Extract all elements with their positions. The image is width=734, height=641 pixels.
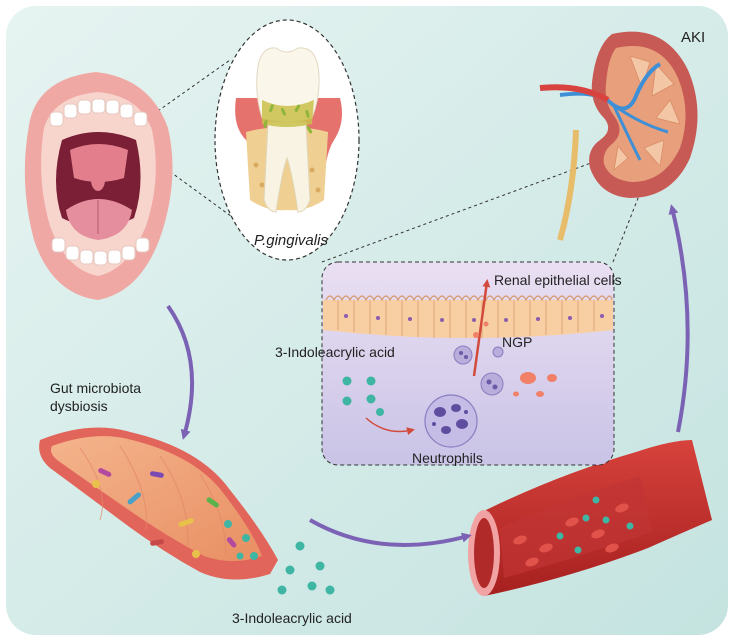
arrow-mouth-to-gut xyxy=(166,304,194,440)
metabolite-dots xyxy=(277,541,335,595)
neutrophil-icon xyxy=(424,394,478,448)
renal-cells-label: Renal epithelial cells xyxy=(494,272,622,288)
metabolite-inset-label: 3-Indoleacrylic acid xyxy=(275,344,395,360)
aki-label: AKI xyxy=(681,29,706,46)
intestine-icon xyxy=(39,427,278,580)
dysbiosis-label: Gut microbiota dysbiosis xyxy=(50,380,142,414)
arrow-vessel-to-kidney xyxy=(668,204,690,433)
pathogen-label: P.gingivalis xyxy=(254,232,328,249)
ngp-label: NGP xyxy=(502,334,533,350)
kidney-icon xyxy=(539,31,698,241)
blood-vessel-icon xyxy=(468,440,712,596)
arrow-gut-to-vessel xyxy=(309,518,472,547)
neutrophils-label: Neutrophils xyxy=(412,450,483,466)
metabolite-bottom-label: 3-Indoleacrylic acid xyxy=(232,610,352,626)
inset-box xyxy=(321,261,615,466)
tooth-icon xyxy=(214,19,360,261)
mouth-icon xyxy=(24,72,173,300)
zoom-line xyxy=(147,59,231,119)
